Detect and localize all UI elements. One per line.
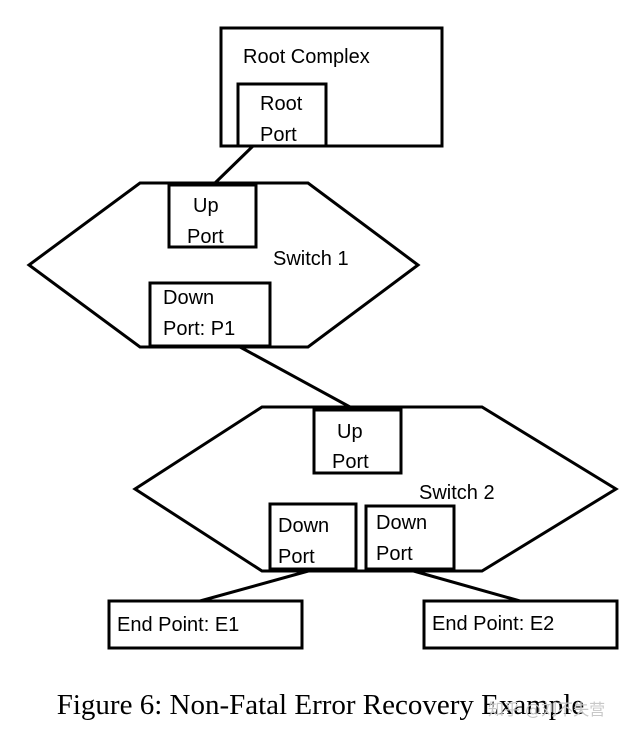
switch1-hexagon <box>26 181 421 349</box>
switch2-label: Switch 2 <box>419 482 495 504</box>
switch2-up-port-box <box>312 408 403 475</box>
root-port-label-line1: Root <box>260 93 303 115</box>
link-switch1-switch2 <box>239 345 351 409</box>
endpoint-e2-label: End Point: E2 <box>432 613 554 635</box>
link-rootport-switch1 <box>213 144 255 185</box>
switch1-up-port-line2: Port <box>187 226 224 248</box>
endpoint-e1-label: End Point: E1 <box>117 614 239 636</box>
switch2-down-port-left-box <box>268 502 358 571</box>
switch2-down-port-left-line1: Down <box>278 515 329 537</box>
switch1-up-port-line1: Up <box>193 195 219 217</box>
link-switch2-e1 <box>199 568 313 603</box>
switch2-hexagon <box>132 405 619 573</box>
link-switch2-e2 <box>409 568 521 603</box>
switch2-down-port-right-line2: Port <box>376 543 413 565</box>
figure-caption: Figure 6: Non-Fatal Error Recovery Examp… <box>56 689 585 721</box>
switch1-label: Switch 1 <box>273 248 349 270</box>
switch2-down-port-left-line2: Port <box>278 546 315 568</box>
switch1-down-port-line1: Down <box>163 287 214 309</box>
root-port-label-line2: Port <box>260 124 297 146</box>
root-complex-label: Root Complex <box>243 46 370 68</box>
switch1-down-port-box <box>148 281 272 348</box>
switch1-down-port-line2: Port: P1 <box>163 318 235 340</box>
watermark: 知乎 @刘不失营 <box>488 700 606 719</box>
switch1-up-port-box <box>167 183 258 249</box>
endpoint-e2-box <box>422 599 619 650</box>
switch2-down-port-right-line1: Down <box>376 512 427 534</box>
switch2-up-port-line2: Port <box>332 451 369 473</box>
endpoint-e1-box <box>107 599 304 650</box>
root-port-box <box>236 82 328 148</box>
switch2-up-port-line1: Up <box>337 421 363 443</box>
switch2-down-port-right-box <box>364 504 456 571</box>
